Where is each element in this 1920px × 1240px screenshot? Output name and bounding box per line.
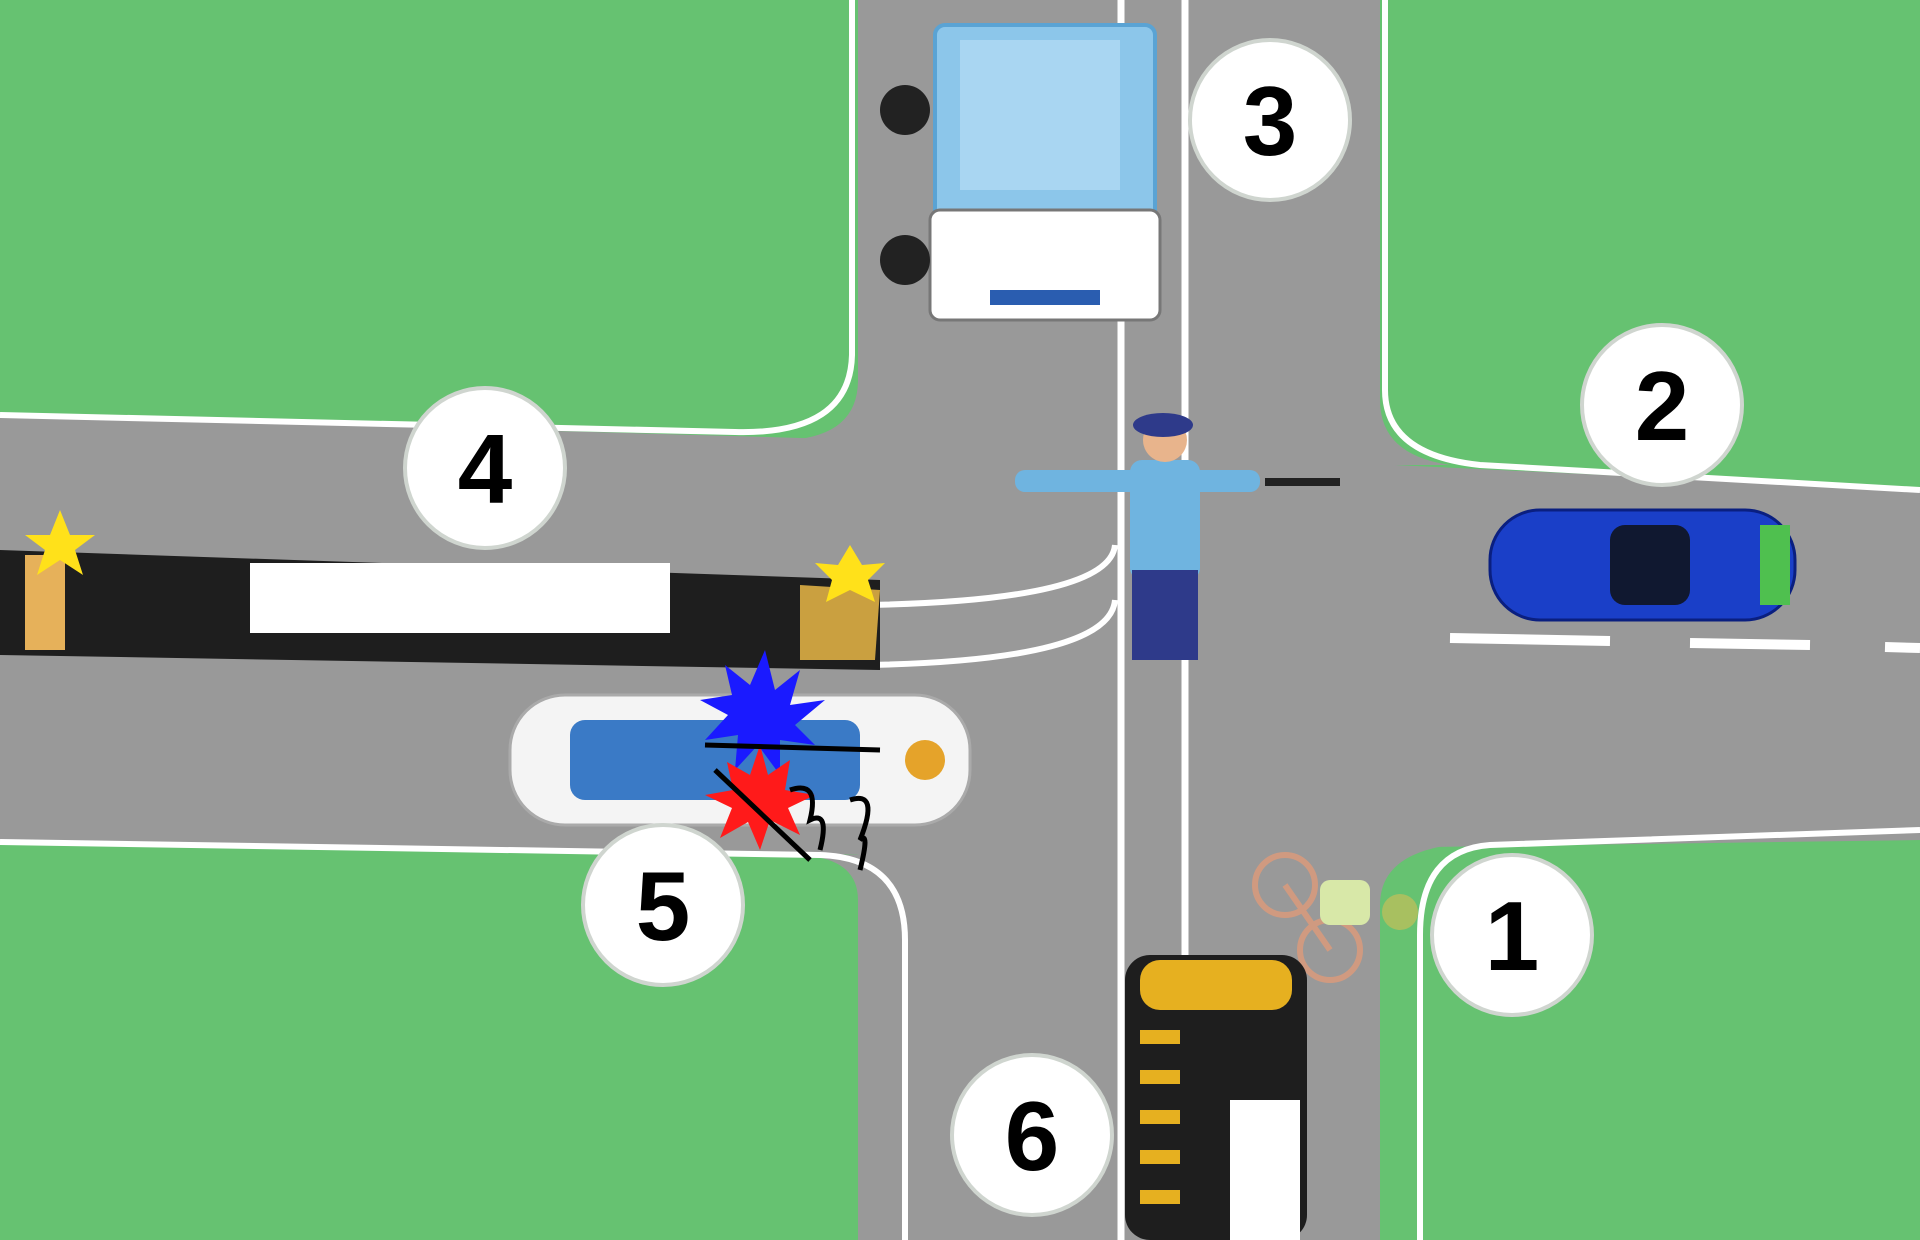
badge-2: 2 [1582,325,1742,485]
badge-5-label: 5 [636,851,691,961]
badge-1-label: 1 [1485,881,1540,991]
badge-3-label: 3 [1243,66,1298,176]
badge-3: 3 [1190,40,1350,200]
badge-1: 1 [1432,855,1592,1015]
blue-car-icon [1490,510,1795,620]
badge-4: 4 [405,388,565,548]
badge-6-label: 6 [1005,1081,1060,1191]
badge-4-label: 4 [458,414,513,524]
badge-6: 6 [952,1055,1112,1215]
badge-2-label: 2 [1635,351,1690,461]
badge-5: 5 [583,825,743,985]
bus-icon [1125,955,1307,1240]
